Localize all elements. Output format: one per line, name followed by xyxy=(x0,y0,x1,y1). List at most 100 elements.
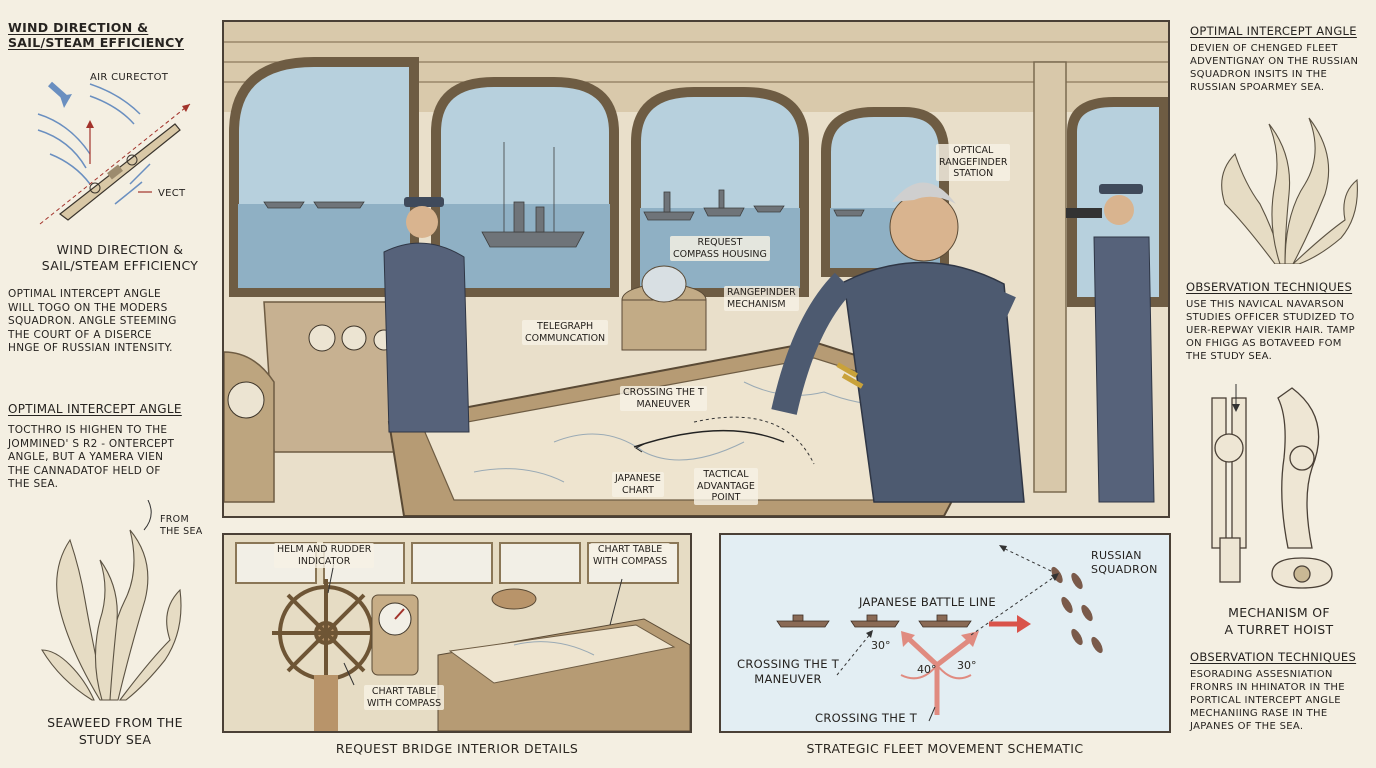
left-p2-line5: THE SEA. xyxy=(8,478,59,490)
label-tactical-point: TACTICAL ADVANTAGE POINT xyxy=(694,468,758,505)
label-japanese-battle-line: JAPANESE BATTLE LINE xyxy=(859,595,996,609)
label-chart-line2: CHART xyxy=(621,484,654,496)
right-p1-line4: RUSSIAN SPOARMEY SEA. xyxy=(1190,82,1325,93)
label-tactical-line3: POINT xyxy=(711,492,741,503)
label-helm-line2: INDICATOR xyxy=(298,555,351,567)
seaweed-left-icon xyxy=(41,500,182,701)
label-rangefinder-station: OPTICAL RANGEFINDER STATION xyxy=(936,144,1011,181)
right-p3-line4: MECHANIING RASE IN THE xyxy=(1190,708,1328,719)
right-p2-line3: UER-REPWAY VIEKIR HAIR. TAMP xyxy=(1186,325,1356,336)
right-heading-observation-2: OBSERVATION TECHNIQUES xyxy=(1190,650,1357,664)
battleship-icon xyxy=(263,142,865,248)
label-tactical-line2: ADVANTAGE xyxy=(697,480,755,492)
right-p2-line4: ON FHIGG AS BOTAVEED FOM xyxy=(1186,338,1342,349)
label-crossing-maneuver: CROSSING THE T MANEUVER xyxy=(620,386,707,411)
turret-hoist-caption-line1: MECHANISM OF xyxy=(1228,605,1330,620)
right-paragraph-3: ESORADING ASSESNIATION FRONRS IN HHINATO… xyxy=(1190,668,1372,733)
from-sea-line1: FROM xyxy=(160,514,189,525)
fleet-schematic-diagram xyxy=(776,545,1103,722)
right-heading-observation-1: OBSERVATION TECHNIQUES xyxy=(1186,280,1353,294)
left-p2-line2: JOMMINED' S R2 - ONTERCEPT xyxy=(8,437,175,450)
wind-diagram xyxy=(37,81,191,225)
bridge-interior-caption: REQUEST BRIDGE INTERIOR DETAILS xyxy=(335,741,579,756)
label-chart-bottom-line1: CHART TABLE xyxy=(371,686,437,697)
label-crossing-maneuver-line1: CROSSING THE T xyxy=(737,657,840,671)
label-telegraph-line2: COMMUNCATION xyxy=(525,332,606,344)
lookout-figure xyxy=(1066,184,1155,503)
air-current-label: AIR CURECTOT xyxy=(90,72,169,83)
left-heading-wind-2-line1: WIND DIRECTION & xyxy=(56,242,184,257)
right-paragraph-1: DEVIEN OF CHENGED FLEET ADVENTIGNAY ON T… xyxy=(1190,42,1370,94)
label-chart-top-line1: CHART TABLE xyxy=(597,544,663,555)
label-chart-bottom-line2: WITH COMPASS xyxy=(367,697,442,709)
bridge-scene-panel: OPTICAL RANGEFINDER STATION REQUEST COMP… xyxy=(222,20,1170,518)
sailor-figure xyxy=(383,197,470,433)
seaweed-caption-line2: STUDY SEA xyxy=(78,732,152,747)
right-p2-line1: USE THIS NAVICAL NAVARSON xyxy=(1186,299,1345,310)
right-p3-line5: JAPANES OF THE SEA. xyxy=(1190,721,1304,732)
label-russian-line1: RUSSIAN xyxy=(1091,549,1142,562)
label-japanese-chart: JAPANESE CHART xyxy=(612,472,664,497)
left-paragraph-2: TOCTHRO IS HIGHEN TO THE JOMMINED' S R2 … xyxy=(8,424,218,492)
helm-wheel-icon xyxy=(272,579,380,687)
left-p1-line3: SQUADRON. ANGLE STEEMING xyxy=(8,315,177,327)
label-russian-squadron: RUSSIAN SQUADRON xyxy=(1091,549,1158,577)
left-heading-wind-line2: SAIL/STEAM EFFICIENCY xyxy=(8,35,185,50)
fleet-schematic-panel: RUSSIAN SQUADRON JAPANESE BATTLE LINE 30… xyxy=(719,533,1171,733)
label-crossing-line2: MANEUVER xyxy=(636,398,691,410)
from-sea-label: FROM THE SEA xyxy=(160,514,203,538)
seaweed-caption: SEAWEED FROM THE STUDY SEA xyxy=(30,714,200,748)
turret-hoist-caption-line2: A TURRET HOIST xyxy=(1224,622,1334,637)
turret-hoist-caption: MECHANISM OF A TURRET HOIST xyxy=(1186,604,1372,638)
right-p2-line2: STUDIES OFFICER STUDIZED TO xyxy=(1186,312,1355,323)
right-p1-line2: ADVENTIGNAY ON THE RUSSIAN xyxy=(1190,56,1359,67)
label-helm-rudder: HELM AND RUDDER INDICATOR xyxy=(274,543,375,568)
left-paragraph-1: OPTIMAL INTERCEPT ANGLE WILL TOGO ON THE… xyxy=(8,288,218,356)
label-telegraph: TELEGRAPH COMMUNCATION xyxy=(522,320,609,345)
right-p2-line5: THE STUDY SEA. xyxy=(1186,351,1273,362)
label-compass-line2: COMPASS HOUSING xyxy=(673,248,767,260)
right-heading-intercept: OPTIMAL INTERCEPT ANGLE xyxy=(1190,24,1357,38)
japanese-battle-line-ships xyxy=(776,614,972,628)
left-p1-line2: WILL TOGO ON THE MODERS xyxy=(8,301,168,314)
left-p1-line1: OPTIMAL INTERCEPT ANGLE xyxy=(8,288,161,300)
seaweed-caption-line1: SEAWEED FROM THE xyxy=(47,715,183,730)
left-p1-line5: HNGE OF RUSSIAN INTENSITY. xyxy=(8,342,173,354)
left-heading-wind-2: WIND DIRECTION & SAIL/STEAM EFFICIENCY xyxy=(30,242,210,274)
right-paragraph-2: USE THIS NAVICAL NAVARSON STUDIES OFFICE… xyxy=(1186,298,1372,363)
seaweed-right-icon xyxy=(1221,117,1358,264)
label-chart-top-line2: WITH COMPASS xyxy=(593,555,668,567)
label-angle-40: 40° xyxy=(917,663,937,676)
right-p1-line3: SQUADRON INSITS IN THE xyxy=(1190,69,1328,80)
left-p2-line4: THE CANNADATOF HELD OF xyxy=(8,464,161,477)
russian-squadron-ships xyxy=(1051,566,1103,654)
from-sea-line2: THE SEA xyxy=(160,526,203,537)
label-compass-line1: REQUEST xyxy=(697,237,743,248)
fleet-schematic-caption: STRATEGIC FLEET MOVEMENT SCHEMATIC xyxy=(806,741,1084,756)
right-p1-line1: DEVIEN OF CHENGED FLEET xyxy=(1190,43,1338,54)
left-heading-wind-line1: WIND DIRECTION & xyxy=(8,20,149,35)
right-p3-line2: FRONRS IN HHINATOR IN THE xyxy=(1190,682,1345,693)
label-tactical-line1: TACTICAL xyxy=(703,469,749,480)
admiral-figure xyxy=(771,182,1025,503)
label-angle-30-right: 30° xyxy=(957,659,977,672)
turret-hoist-icon xyxy=(1211,384,1333,589)
label-telegraph-line1: TELEGRAPH xyxy=(537,321,594,332)
warship-icon xyxy=(59,123,181,221)
right-p3-line3: PORTICAL INTERCEPT ANGLE xyxy=(1190,695,1341,706)
label-compass-housing: REQUEST COMPASS HOUSING xyxy=(670,236,770,261)
label-helm-line1: HELM AND RUDDER xyxy=(277,544,372,555)
left-heading-wind-2-line2: SAIL/STEAM EFFICIENCY xyxy=(41,258,199,273)
label-crossing-line1: CROSSING THE T xyxy=(623,387,704,398)
label-crossing-t: CROSSING THE T xyxy=(815,711,918,725)
right-p3-line1: ESORADING ASSESNIATION xyxy=(1190,669,1333,680)
label-rangefinder-line2: RANGEFINDER xyxy=(939,156,1008,168)
left-p2-line3: ANGLE, BUT A YAMERA VIEN xyxy=(8,451,164,463)
label-chart-table-bottom: CHART TABLE WITH COMPASS xyxy=(364,685,445,710)
label-rangepinder-line1: RANGEPINDER xyxy=(727,287,796,298)
label-crossing-maneuver-schematic: CROSSING THE T MANEUVER xyxy=(737,657,839,687)
label-rangefinder-line1: OPTICAL xyxy=(953,145,994,156)
rudder-indicator-icon xyxy=(371,594,419,676)
label-rangepinder-line2: MECHANISM xyxy=(727,298,786,310)
bridge-scene-illustration xyxy=(224,22,1168,516)
